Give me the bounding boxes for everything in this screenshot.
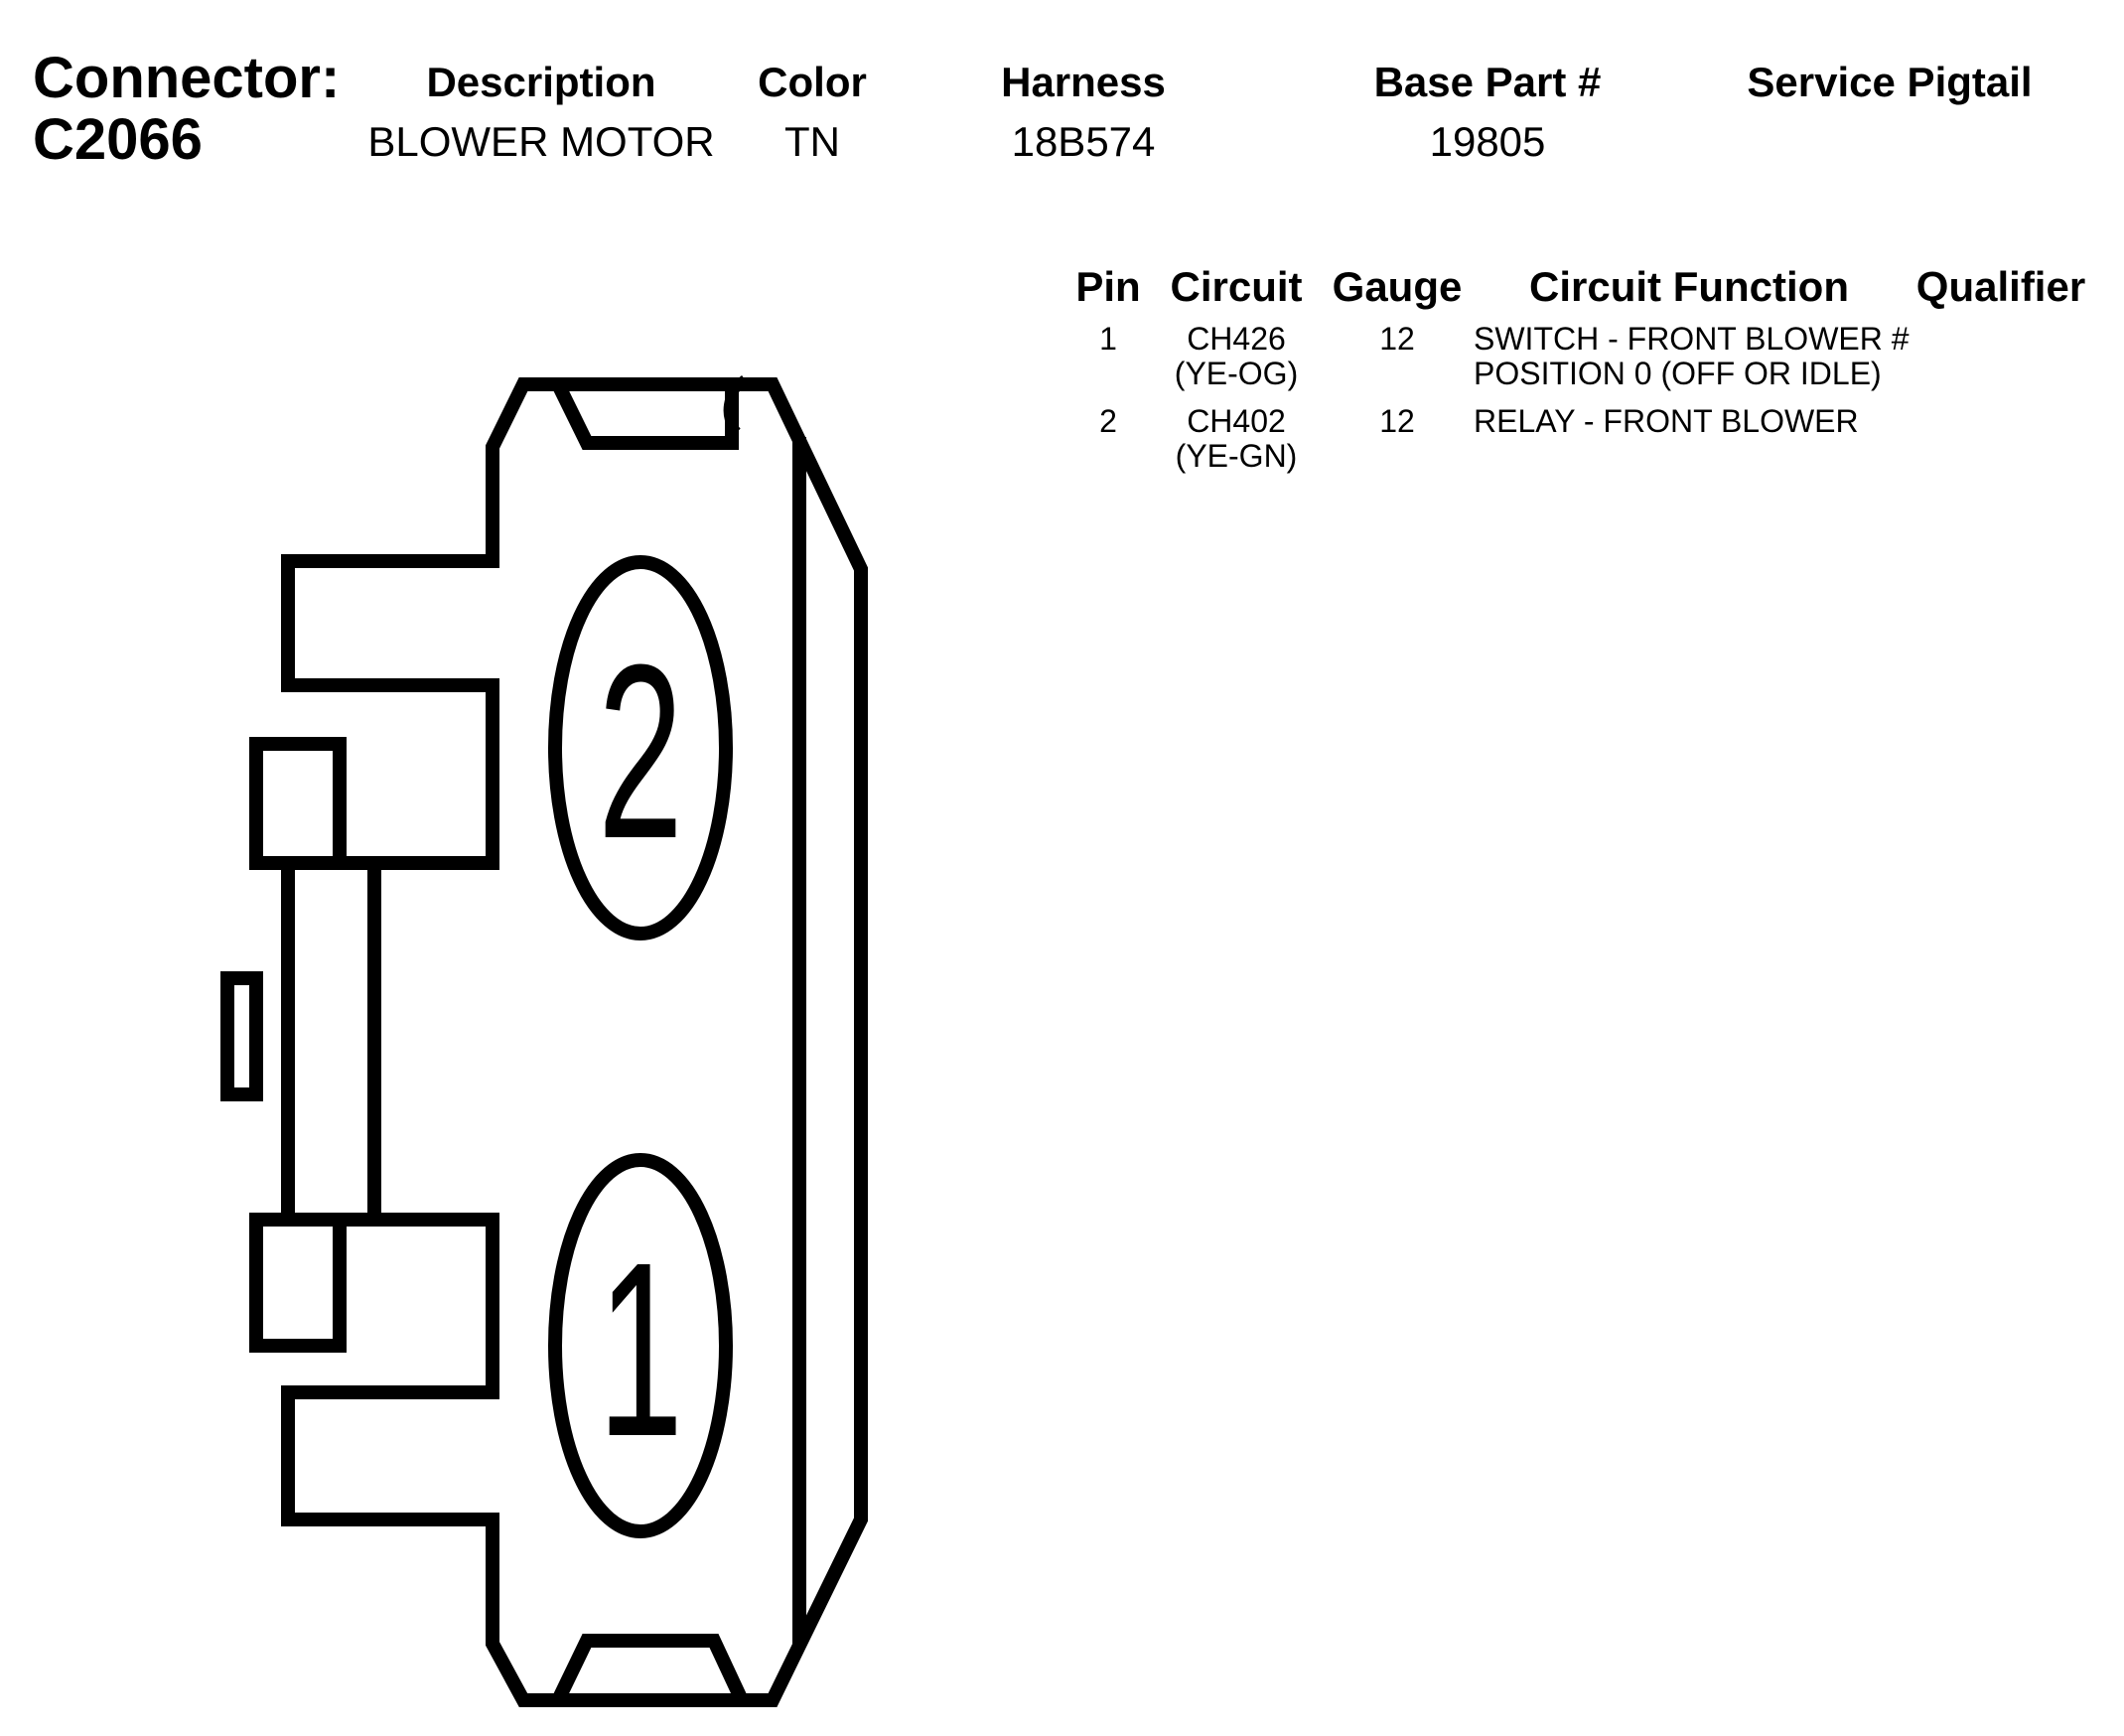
top-locking-tab	[551, 380, 739, 450]
qualifier-column-header: Qualifier	[1915, 263, 2086, 310]
description-header: Description	[426, 59, 656, 105]
color-header: Color	[758, 59, 867, 105]
gauge-column-header: Gauge	[1332, 263, 1463, 310]
circuit-id: CH426	[1187, 321, 1286, 357]
base-part-value: 19805	[1429, 118, 1546, 165]
circuit-function-line1: SWITCH - FRONT BLOWER #	[1474, 321, 1910, 357]
latch-nub	[220, 971, 263, 1101]
connector-body-outline	[281, 377, 868, 1707]
harness-header: Harness	[1001, 59, 1166, 105]
circuit-id: CH402	[1187, 403, 1286, 439]
base-part-header: Base Part #	[1373, 59, 1602, 105]
pin-1-circle	[548, 1153, 733, 1538]
harness-value: 18B574	[1011, 118, 1156, 165]
pin-number: 2	[1099, 403, 1117, 439]
pin-1-label: 1	[598, 1212, 683, 1489]
latch-lower-box	[249, 1213, 347, 1353]
connector-id: C2066	[33, 107, 203, 172]
circuit-function-line2: POSITION 0 (OFF OR IDLE)	[1474, 356, 1882, 391]
description-value: BLOWER MOTOR	[367, 118, 715, 165]
circuit-color: (YE-OG)	[1174, 356, 1299, 391]
circuit-column-header: Circuit	[1170, 263, 1303, 310]
pin-2-circle	[548, 555, 733, 940]
service-pigtail-header: Service Pigtail	[1747, 59, 2033, 105]
bottom-locking-tab	[551, 1634, 749, 1704]
top-tab-curl	[723, 374, 749, 436]
pin-column-header: Pin	[1075, 263, 1141, 310]
circuit-function-line1: RELAY - FRONT BLOWER	[1474, 403, 1859, 439]
connector-label: Connector:	[33, 46, 341, 110]
latch-upper-box	[249, 737, 347, 870]
gauge-value: 12	[1379, 403, 1415, 439]
gauge-value: 12	[1379, 321, 1415, 357]
circuit-function-column-header: Circuit Function	[1529, 263, 1849, 310]
pin-number: 1	[1099, 321, 1117, 357]
pin-2-label: 2	[598, 614, 683, 891]
color-value: TN	[784, 118, 840, 165]
circuit-color: (YE-GN)	[1175, 438, 1298, 474]
